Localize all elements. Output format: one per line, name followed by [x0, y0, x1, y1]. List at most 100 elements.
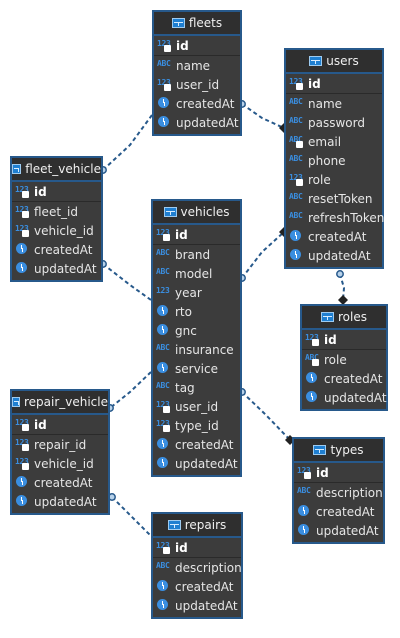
datetime-type-icon [156, 456, 173, 471]
column-name: type_id [175, 418, 219, 433]
table-header[interactable]: types [294, 439, 383, 463]
table-name: vehicles [180, 205, 230, 219]
column-row[interactable]: createdAt [302, 369, 386, 388]
text-type-icon: ABC [157, 59, 171, 68]
column-name: role [324, 352, 347, 367]
column-row[interactable]: updatedAt [302, 388, 387, 407]
table-icon [167, 520, 181, 530]
column-name: createdAt [34, 242, 93, 257]
column-row[interactable]: updatedAt [12, 492, 108, 511]
text-type-icon: ABC [156, 381, 170, 390]
table-header[interactable]: fleets [154, 12, 240, 36]
column-row[interactable]: rto [153, 302, 240, 321]
column-row[interactable]: createdAt [154, 94, 240, 113]
datetime-type-icon [15, 242, 32, 257]
numeric-type-icon: 123 [15, 417, 32, 432]
column-row[interactable]: createdAt [12, 473, 108, 492]
column-name: name [176, 58, 211, 73]
relationship-link-vehicles-repair-vehicle[interactable] [109, 371, 152, 409]
table-header[interactable]: roles [302, 306, 386, 330]
column-name: id [34, 184, 47, 199]
column-row[interactable]: service [153, 359, 240, 378]
table-header[interactable]: vehicles [153, 201, 240, 225]
relationship-link-fleet-vehicle-vehicles[interactable] [102, 263, 152, 301]
column-row[interactable]: createdAt [12, 240, 101, 259]
relationship-link-repair-vehicle-repairs[interactable] [111, 496, 152, 537]
relationship-link-fleets-users[interactable] [241, 103, 285, 129]
column-row[interactable]: createdAt [286, 227, 382, 246]
relationship-link-fleets-fleet-vehicle[interactable] [102, 114, 153, 171]
table-header[interactable]: repairs [153, 514, 241, 538]
column-name: updatedAt [34, 261, 97, 276]
datetime-type-icon [156, 598, 173, 613]
table-icon [12, 164, 22, 174]
key-icon [296, 141, 303, 148]
column-name: updatedAt [316, 523, 379, 538]
table-name: repairs [184, 518, 227, 532]
table-icon [12, 397, 20, 407]
numeric-type-icon: 123 [156, 286, 170, 295]
column-row[interactable]: updatedAt [153, 454, 240, 473]
table-header[interactable]: fleet_vehicle [12, 158, 101, 182]
numeric-type-icon: 123 [157, 38, 174, 53]
datetime-type-icon [157, 96, 174, 111]
column-row[interactable]: updatedAt [294, 521, 383, 540]
column-row[interactable]: updatedAt [153, 596, 241, 615]
table-header[interactable]: repair_vehicle [12, 391, 108, 415]
column-name: description [316, 485, 383, 500]
column-row[interactable]: updatedAt [154, 113, 240, 132]
column-row[interactable]: createdAt [153, 577, 241, 596]
column-row[interactable]: createdAt [294, 502, 383, 521]
table-header[interactable]: users [286, 50, 382, 74]
relationship-link-vehicles-types[interactable] [241, 391, 291, 441]
datetime-type-icon [15, 475, 32, 490]
column-row[interactable]: ABC name [154, 56, 240, 75]
column-row[interactable]: updatedAt [286, 246, 382, 265]
column-row[interactable]: gnc [153, 321, 240, 340]
relationship-link-vehicles-users[interactable] [241, 231, 285, 279]
column-row[interactable]: createdAt [153, 435, 240, 454]
link-endpoint-dot [336, 270, 344, 278]
datetime-type-icon [15, 494, 32, 509]
column-row[interactable]: updatedAt [12, 259, 101, 278]
key-icon [163, 406, 170, 413]
